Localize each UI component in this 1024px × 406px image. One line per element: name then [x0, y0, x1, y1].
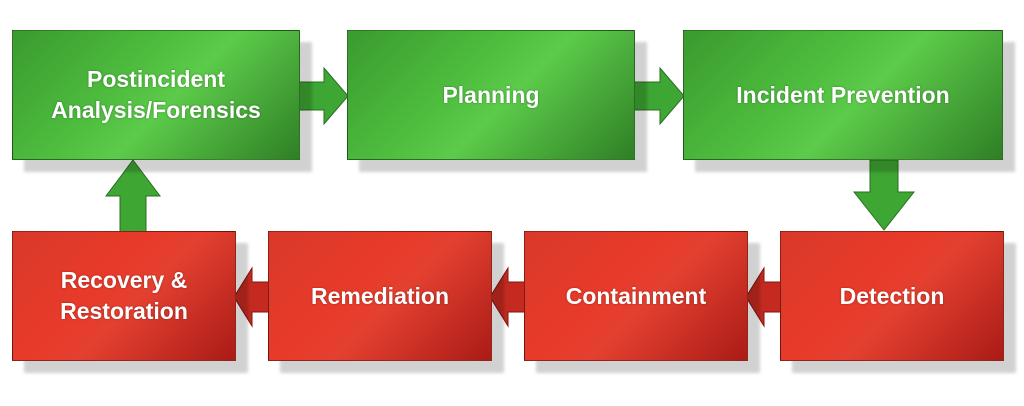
arrow-up-icon — [105, 159, 161, 233]
arrow-right-icon — [633, 66, 685, 126]
step-remediation: Remediation — [268, 231, 492, 361]
arrow-left-icon — [233, 266, 271, 328]
step-label: Incident Prevention — [736, 81, 950, 108]
arrow-right-icon — [297, 66, 349, 126]
arrow-down-icon — [852, 159, 916, 231]
step-postincident-analysis: Postincident Analysis/Forensics — [12, 30, 300, 160]
step-incident-prevention: Incident Prevention — [683, 30, 1003, 160]
step-label: Planning — [442, 81, 540, 108]
step-label: Detection — [839, 282, 945, 309]
step-label: Postincident Analysis/Forensics — [51, 66, 261, 123]
step-label: Remediation — [310, 282, 450, 309]
arrow-left-icon — [745, 266, 783, 328]
step-detection: Detection — [780, 231, 1004, 361]
arrow-left-icon — [489, 266, 527, 328]
step-recovery-restoration: Recovery & Restoration — [12, 231, 236, 361]
step-planning: Planning — [347, 30, 635, 160]
step-label: Recovery & Restoration — [60, 267, 188, 324]
step-containment: Containment — [524, 231, 748, 361]
step-label: Containment — [565, 282, 707, 309]
